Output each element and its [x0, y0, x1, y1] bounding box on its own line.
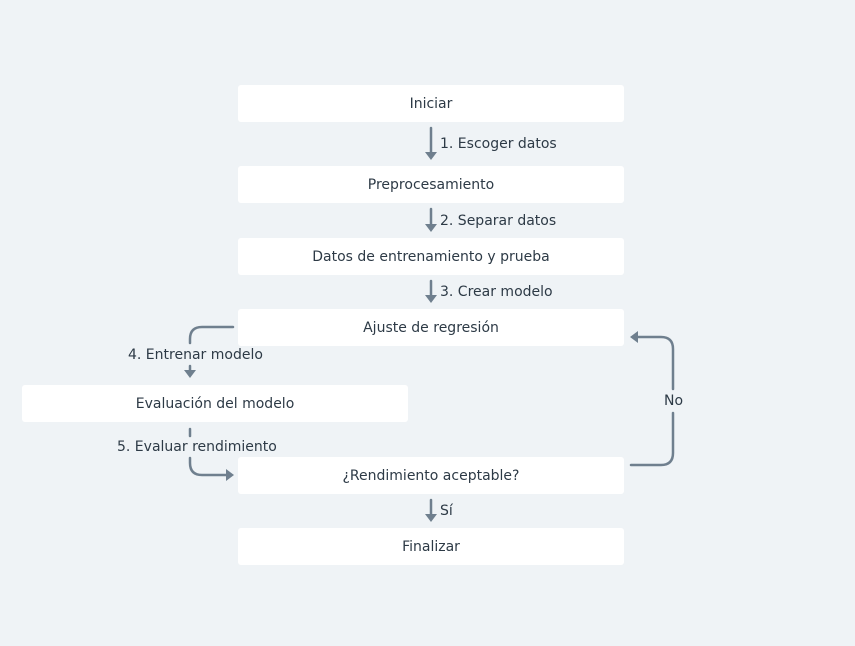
node-acceptable-performance: ¿Rendimiento aceptable? — [238, 457, 624, 494]
edge-split-data-arrowhead — [425, 224, 437, 232]
edge-no-arrowhead — [630, 331, 638, 343]
edge-train-model-arrowhead — [184, 370, 196, 378]
edge-yes-arrowhead — [425, 514, 437, 522]
edge-label-yes: Sí — [440, 503, 453, 519]
edge-label-split-data: 2. Separar datos — [440, 213, 557, 229]
edge-label-train-model: 4. Entrenar modelo — [128, 347, 263, 363]
node-finish: Finalizar — [238, 528, 624, 565]
edge-create-model-arrowhead — [425, 295, 437, 303]
node-preprocessing: Preprocesamiento — [238, 166, 624, 203]
node-model-evaluation: Evaluación del modelo — [22, 385, 408, 422]
edge-evaluate-performance-arrowhead — [226, 469, 234, 481]
edge-no-upper — [636, 335, 675, 391]
edge-choose-data-arrowhead — [425, 152, 437, 160]
node-start: Iniciar — [238, 85, 624, 122]
edge-evaluate-performance — [188, 456, 228, 477]
edge-no-lower — [629, 411, 675, 467]
node-regression-fit: Ajuste de regresión — [238, 309, 624, 346]
edge-label-no: No — [664, 393, 684, 409]
node-train-test-data: Datos de entrenamiento y prueba — [238, 238, 624, 275]
edge-label-evaluate-performance: 5. Evaluar rendimiento — [117, 439, 277, 455]
edge-label-create-model: 3. Crear modelo — [440, 284, 553, 300]
edge-train-model — [188, 325, 235, 345]
edge-label-choose-data: 1. Escoger datos — [440, 136, 557, 152]
